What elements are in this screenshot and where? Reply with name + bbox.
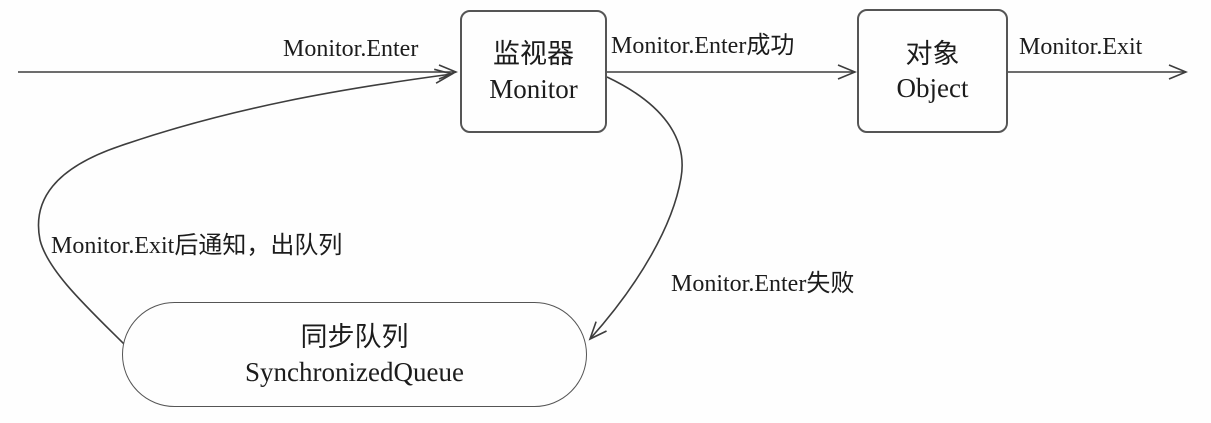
exit-notify-arrow-label: Monitor.Exit后通知，出队列	[51, 233, 343, 259]
enter-fail-arrow	[590, 76, 683, 339]
enter-arrow-label: Monitor.Enter	[283, 36, 419, 62]
queue-node-label-en: SynchronizedQueue	[245, 356, 464, 387]
monitor-node: 监视器 Monitor	[460, 10, 607, 133]
synchronized-queue-node: 同步队列 SynchronizedQueue	[122, 302, 587, 407]
object-node-label-en: Object	[896, 73, 969, 103]
enter-success-arrow-label: Monitor.Enter成功	[611, 33, 795, 59]
enter-fail-arrow-label: Monitor.Enter失败	[671, 271, 855, 297]
object-node-label-cn: 对象	[905, 38, 960, 69]
queue-node-label-cn: 同步队列	[300, 322, 409, 353]
object-node: 对象 Object	[857, 9, 1008, 133]
monitor-node-label-cn: 监视器	[493, 39, 574, 70]
monitor-node-label-en: Monitor	[489, 73, 578, 104]
exit-notify-arrow	[37, 74, 452, 349]
exit-arrow-label: Monitor.Exit	[1019, 34, 1143, 60]
